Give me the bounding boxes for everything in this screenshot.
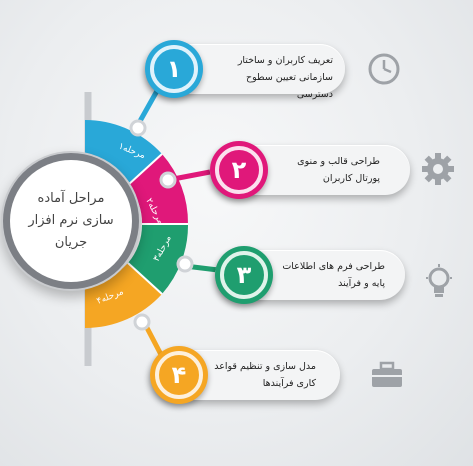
step-3-text: طراحی فرم های اطلاعات پایه و فرآیند bbox=[282, 261, 385, 289]
diagram-title: مراحل آماده سازی نرم افزار جریان bbox=[28, 191, 114, 250]
title-circle: مراحل آماده سازی نرم افزار جریان bbox=[10, 160, 132, 282]
step-2-badge: ۲ bbox=[210, 141, 268, 199]
step-4-number: ۴ bbox=[155, 351, 203, 399]
arc-separators bbox=[127, 153, 188, 295]
step-1-text: تعریف کاربران و ساختار سازمانی تعیین سطو… bbox=[237, 55, 333, 100]
step-3-card: ۳ طراحی فرم های اطلاعات پایه و فرآیند bbox=[215, 246, 405, 304]
step-3-badge: ۳ bbox=[215, 246, 273, 304]
step-1-card: ۱ تعریف کاربران و ساختار سازمانی تعیین س… bbox=[145, 40, 345, 100]
step-3-number: ۳ bbox=[220, 251, 268, 299]
clock-icon bbox=[368, 53, 400, 85]
step-2-card: ۲ طراحی قالب و منوی پورتال کاربران bbox=[210, 141, 410, 199]
step-4-text: مدل سازی و تنظیم قواعد کاری فرآیندها bbox=[214, 361, 316, 389]
step-2-text: طراحی قالب و منوی پورتال کاربران bbox=[297, 156, 380, 184]
step-1-number: ۱ bbox=[150, 45, 198, 93]
step-2-number: ۲ bbox=[215, 146, 263, 194]
gear-icon bbox=[422, 153, 454, 185]
connector-nodes bbox=[129, 119, 194, 331]
step-1-badge: ۱ bbox=[145, 40, 203, 98]
step-4-badge: ۴ bbox=[150, 346, 208, 404]
arc-sector-1 bbox=[85, 119, 162, 185]
step-4-card: ۴ مدل سازی و تنظیم قواعد کاری فرآیندها bbox=[150, 346, 340, 404]
lightbulb-icon bbox=[426, 264, 452, 297]
briefcase-icon bbox=[372, 361, 402, 387]
arc-sector-4 bbox=[85, 263, 162, 329]
